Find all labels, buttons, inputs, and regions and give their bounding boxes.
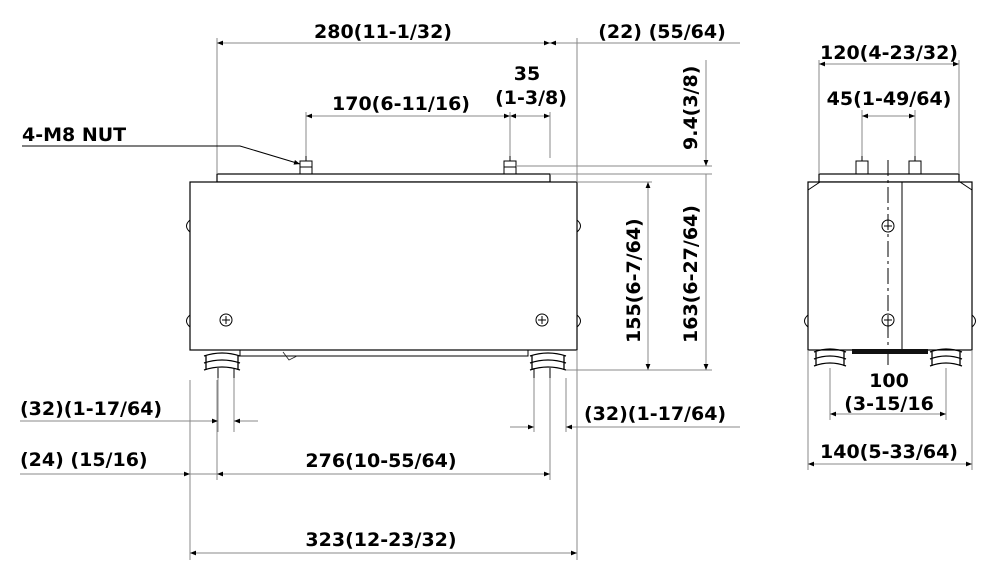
spring-right — [529, 352, 567, 371]
total-height-label: 163(6-27/64) — [680, 205, 702, 343]
mounting-plate — [216, 173, 551, 183]
bolt-pitch-label: 170(6-11/16) — [332, 93, 470, 115]
main-body — [189, 181, 578, 351]
side-main-body — [807, 181, 973, 351]
offset-top-label: (22) (55/64) — [598, 21, 726, 43]
side-foot-pitch-inch-label: (3-15/16 — [844, 393, 934, 415]
nut-label: 4-M8 NUT — [22, 124, 126, 146]
side-plate-width-label: 120(4-23/32) — [820, 42, 958, 64]
side-dimensions — [807, 60, 973, 470]
width-top-label: 280(11-1/32) — [314, 21, 452, 43]
body-height-label: 155(6-7/64) — [623, 218, 645, 343]
foot-offset-label: (24) (15/16) — [20, 449, 148, 471]
bolt-offset-inch-label: (1-3/8) — [495, 87, 567, 109]
overall-width-label: 323(12-23/32) — [305, 529, 456, 551]
right-foot-label: (32)(1-17/64) — [584, 403, 726, 425]
side-overall-width-label: 140(5-33/64) — [820, 441, 958, 463]
side-foot-pitch-value-label: 100 — [869, 370, 909, 392]
nut-left — [299, 156, 313, 175]
spring-left — [203, 352, 241, 371]
plate-thickness-label: 9.4(3/8) — [680, 66, 702, 150]
bolt-offset-value-label: 35 — [514, 63, 540, 85]
screw-left — [219, 313, 233, 327]
side-screw-bottom — [881, 313, 895, 327]
side-view — [804, 156, 976, 367]
side-screw-top — [881, 219, 895, 233]
left-foot-label: (32)(1-17/64) — [20, 398, 162, 420]
front-view — [186, 156, 581, 378]
side-labels: 120(4-23/32) 45(1-49/64) 100 (3-15/16 14… — [820, 42, 958, 463]
foot-pitch-label: 276(10-55/64) — [305, 450, 456, 472]
screw-right — [535, 313, 549, 327]
side-bolt-pitch-label: 45(1-49/64) — [827, 88, 952, 110]
nut-right — [503, 156, 517, 175]
front-labels: 280(11-1/32) (22) (55/64) 170(6-11/16) 3… — [20, 21, 726, 551]
side-mounting-plate — [818, 173, 960, 183]
front-dimensions — [20, 38, 740, 560]
